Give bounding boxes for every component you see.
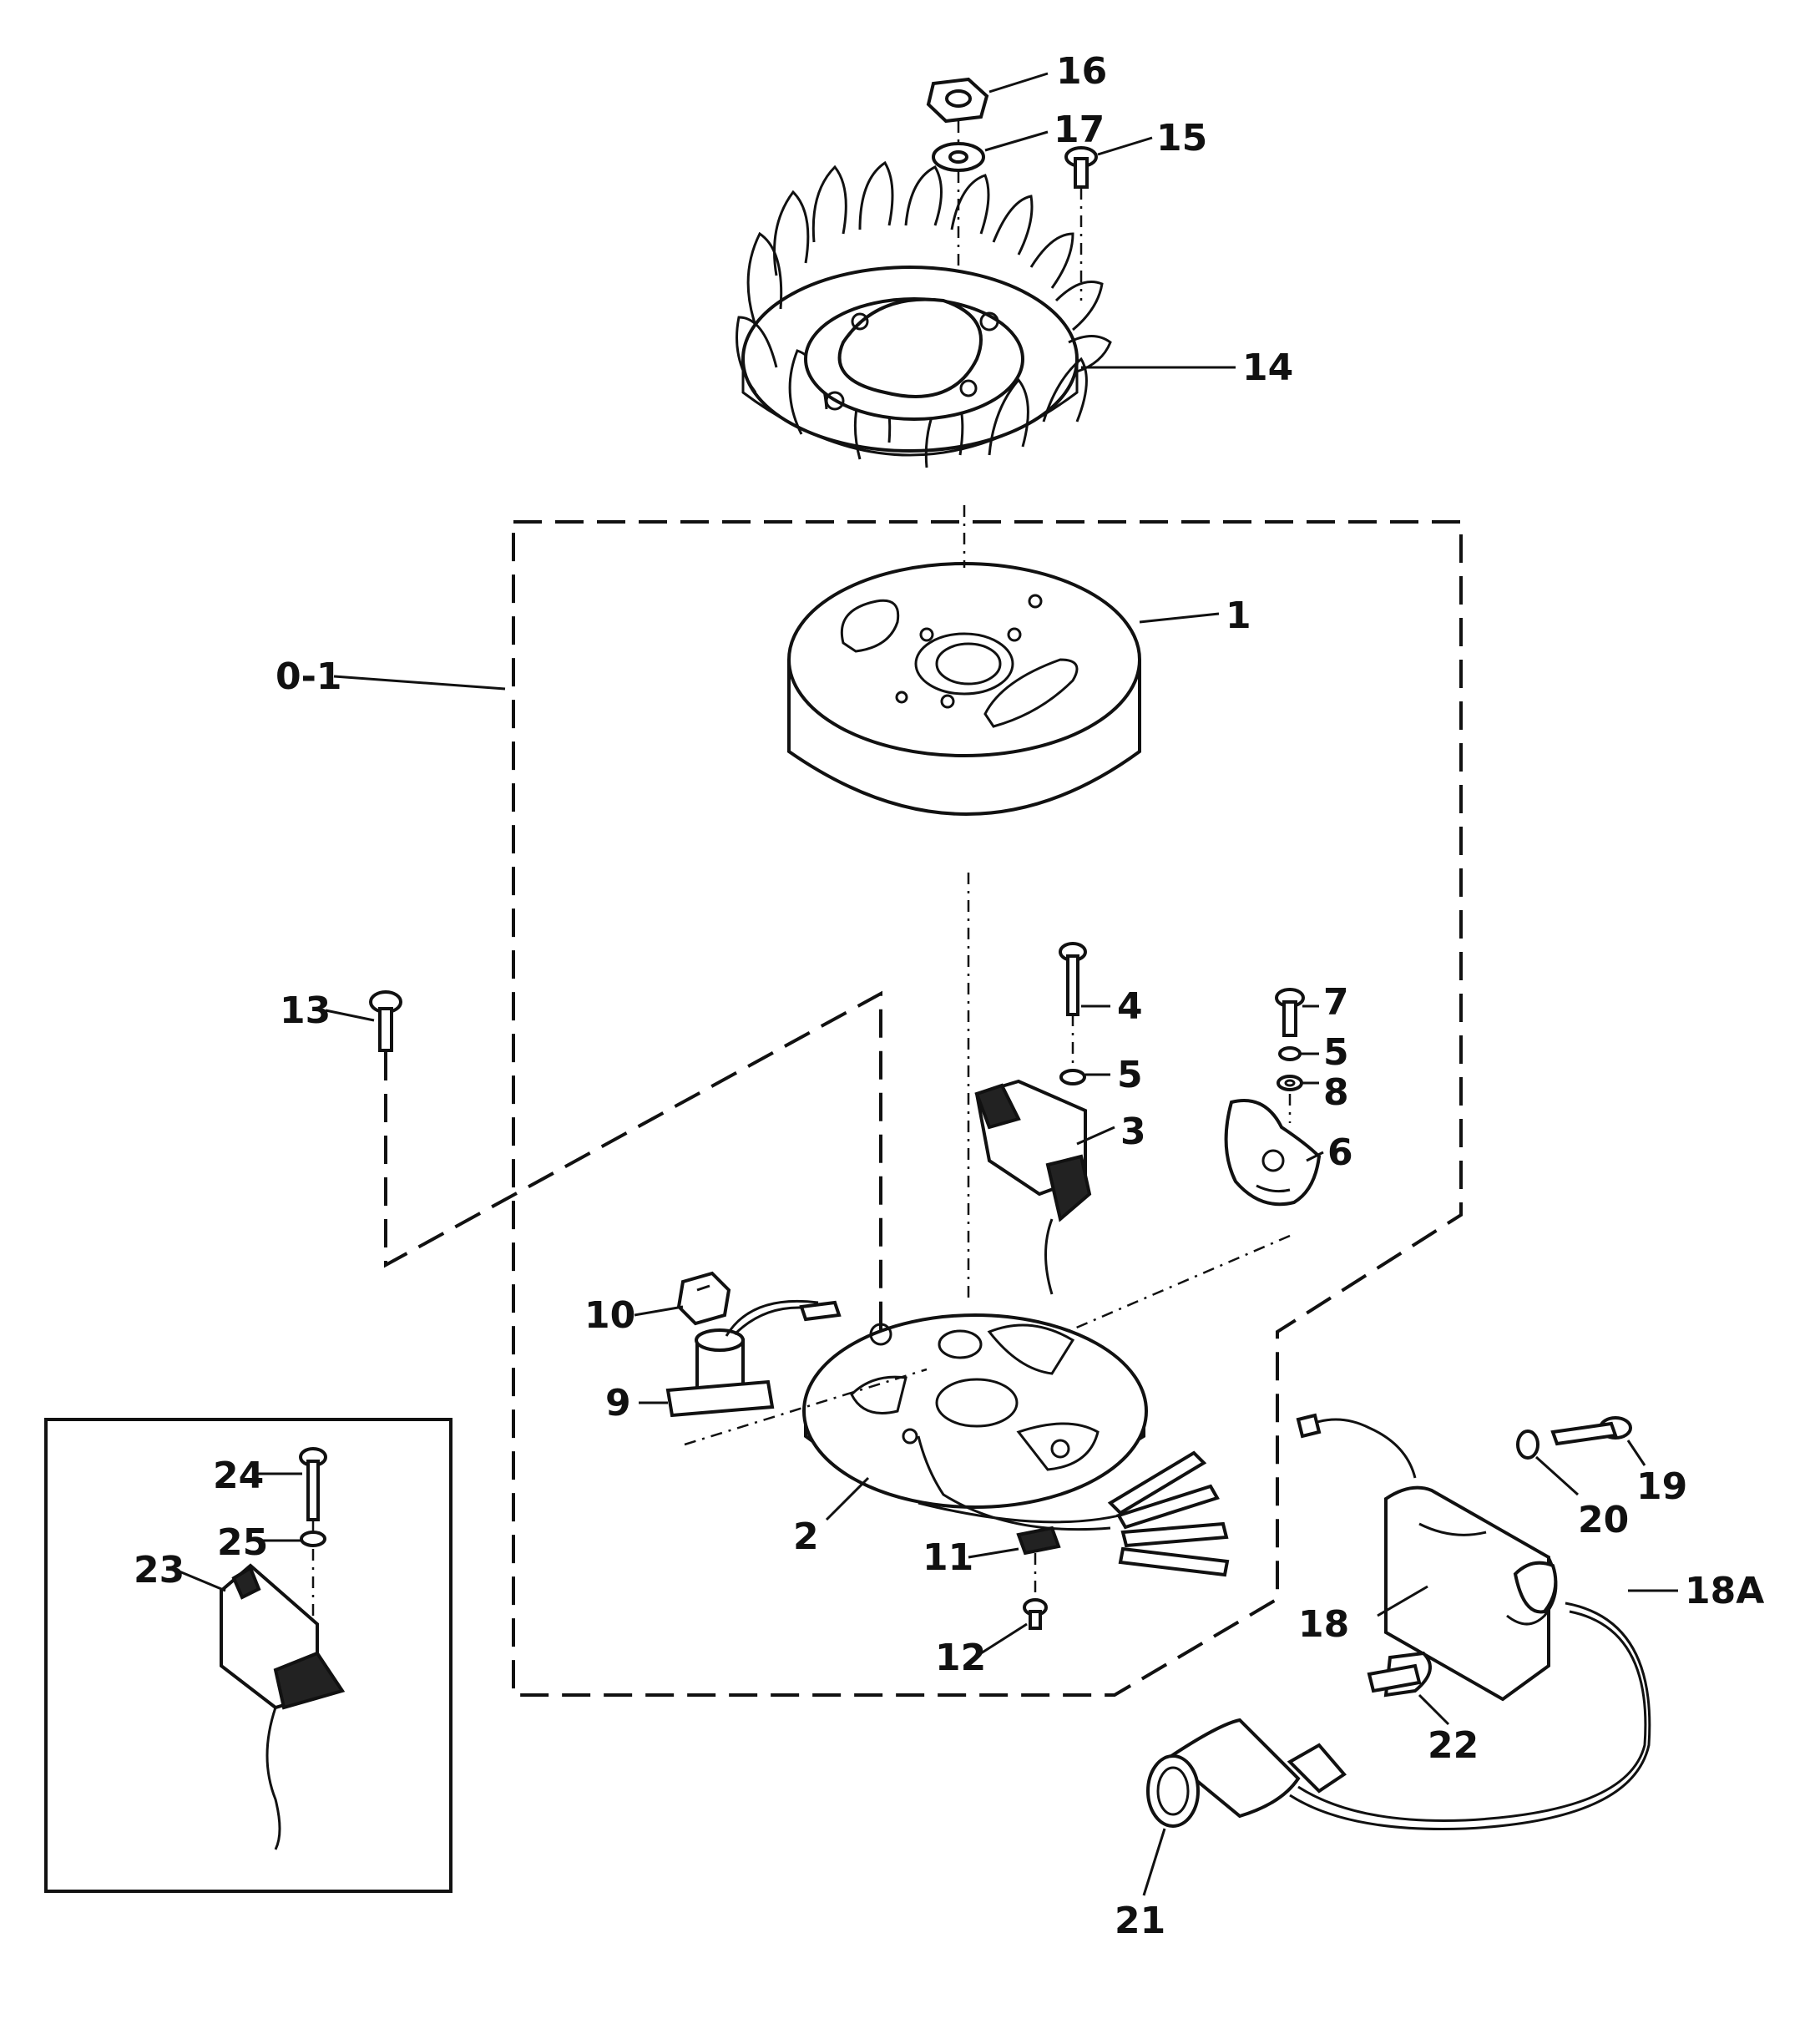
hv-lead-18a [1289,1602,1651,1830]
screw-12 [1023,1598,1048,1630]
washer-8 [1277,1075,1303,1091]
callout-0-1: 0-1 [276,655,342,698]
callout-21: 21 [1115,1900,1165,1942]
callout-1: 1 [1226,595,1251,637]
callout-9: 9 [605,1382,631,1424]
callout-25: 25 [217,1521,268,1564]
callout-23: 23 [134,1549,185,1591]
callout-18: 18 [1298,1603,1349,1646]
leader-lines [174,72,1678,1896]
ignition-coil-18 [1296,1413,1558,1702]
trigger-bracket-6 [1224,1099,1322,1207]
flywheel-nut [926,77,989,124]
lockwasher-5a [1059,1069,1086,1085]
screw-19 [1550,1416,1632,1446]
callout-7: 7 [1323,981,1349,1024]
stator-rotor [787,562,1141,816]
callout-2: 2 [793,1516,819,1558]
flywheel [736,160,1112,468]
pickup-coil-3 [974,1079,1092,1295]
lockwasher-5b [1278,1046,1302,1061]
callout-24: 24 [213,1455,264,1497]
screw-4 [1059,942,1087,1016]
flywheel-screw [1064,146,1098,189]
callout-11: 11 [923,1536,973,1579]
screw-24 [299,1447,327,1521]
inset-box [44,1418,452,1893]
callout-10: 10 [584,1294,635,1337]
flywheel-washer [932,142,985,172]
callout-15: 15 [1156,117,1207,159]
spark-plug-cap-21 [1146,1718,1347,1828]
callout-12: 12 [935,1637,986,1679]
callout-8: 8 [1323,1071,1349,1114]
callout-16: 16 [1056,50,1107,93]
assembly-outline [512,520,1463,1697]
terminal-10 [676,1271,731,1326]
condenser-9 [665,1299,842,1418]
stator-plate-2 [802,1313,1230,1577]
callout-13: 13 [280,989,331,1032]
washer-25 [300,1531,326,1547]
callout-14: 14 [1242,347,1293,389]
callout-4: 4 [1117,985,1143,1028]
callout-20: 20 [1578,1499,1629,1541]
washer-20 [1516,1429,1539,1460]
callout-5b: 5 [1323,1031,1349,1074]
callout-3: 3 [1120,1111,1146,1153]
callout-17: 17 [1054,109,1105,151]
callout-19: 19 [1636,1465,1687,1508]
callout-6: 6 [1327,1131,1353,1174]
callout-5a: 5 [1117,1054,1143,1096]
screw-13 [369,990,402,1052]
pickup-coil-23 [220,1563,346,1850]
callout-labels: 16 17 15 14 1 0-1 13 4 7 5 5 8 3 6 10 9 … [134,50,1764,1942]
screw-7 [1275,988,1305,1037]
callout-18a: 18A [1685,1570,1764,1612]
callout-22: 22 [1428,1724,1479,1767]
clip-22 [1367,1651,1432,1698]
